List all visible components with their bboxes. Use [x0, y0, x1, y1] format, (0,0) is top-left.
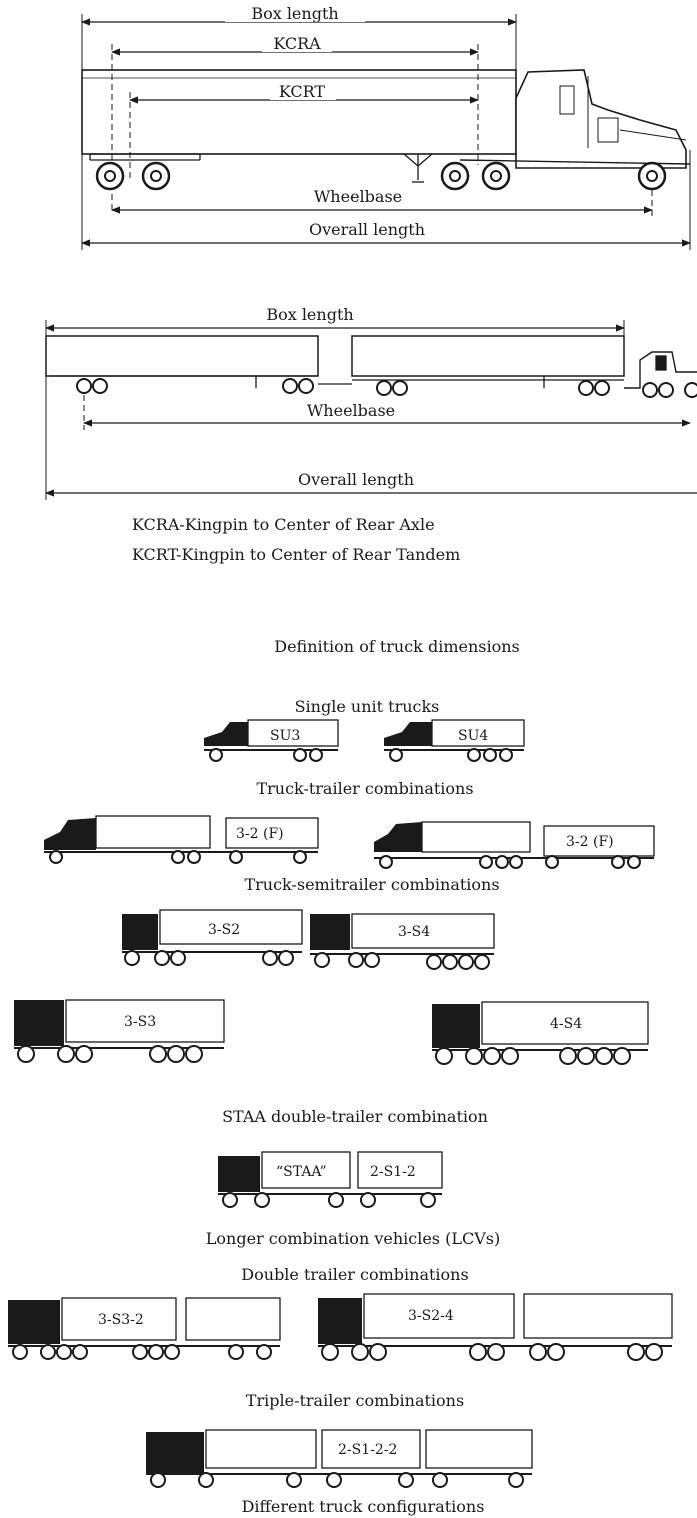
- su3-label: SU3: [270, 728, 300, 744]
- staa-label: “STAA”: [276, 1164, 327, 1180]
- box-length-label-2: Box length: [266, 305, 353, 324]
- lcv-3-s2-4-label: 3-S2-4: [408, 1308, 454, 1324]
- lcv-3-s3-2: 3-S3-2: [8, 1298, 280, 1359]
- triple-trailer-heading: Triple-trailer combinations: [246, 1391, 464, 1410]
- definition-caption: Definition of truck dimensions: [274, 637, 520, 656]
- truck-trailer-right-label: 3-2 (F): [566, 834, 614, 850]
- truck-trailer-left: 3-2 (F): [44, 816, 318, 863]
- lcv-heading: Longer combination vehicles (LCVs): [206, 1229, 500, 1248]
- truck-4-s4: 4-S4: [432, 1002, 648, 1064]
- truck-3-s2-label: 3-S2: [208, 922, 240, 938]
- su4-label: SU4: [458, 728, 488, 744]
- su4-truck: SU4: [384, 720, 524, 761]
- wheelbase-label: Wheelbase: [314, 187, 402, 206]
- semitrailer-dimension-labels: Box length KCRA KCRT Wheelbase Overall l…: [225, 4, 436, 239]
- kcrt-definition: KCRT-Kingpin to Center of Rear Tandem: [132, 545, 460, 564]
- kcra-label: KCRA: [273, 34, 321, 53]
- truck-trailer-heading: Truck-trailer combinations: [256, 779, 473, 798]
- overall-length-label-2: Overall length: [298, 470, 414, 489]
- semitrailer-dimension-diagram: [82, 14, 690, 250]
- truck-3-s4: 3-S4: [310, 914, 494, 969]
- staa-code-label: 2-S1-2: [370, 1164, 416, 1180]
- truck-semitrailer-heading: Truck-semitrailer combinations: [244, 875, 499, 894]
- double-trailer-wheels: [77, 379, 697, 397]
- box-length-label: Box length: [251, 4, 338, 23]
- single-unit-heading: Single unit trucks: [295, 697, 440, 716]
- double-trailer-dimension-labels: Box length Wheelbase Overall length: [250, 305, 426, 490]
- lcv-3-s2-4: 3-S2-4: [318, 1294, 672, 1360]
- wheelbase-label-2: Wheelbase: [307, 401, 395, 420]
- truck-4-s4-label: 4-S4: [550, 1016, 582, 1032]
- overall-length-label: Overall length: [309, 220, 425, 239]
- lcv-2-s1-2-2: 2-S1-2-2: [146, 1430, 532, 1487]
- truck-trailer-left-label: 3-2 (F): [236, 826, 284, 842]
- lcv-2-s1-2-2-label: 2-S1-2-2: [338, 1442, 397, 1458]
- kcrt-label: KCRT: [279, 82, 326, 101]
- truck-3-s4-label: 3-S4: [398, 924, 430, 940]
- configurations-caption: Different truck configurations: [242, 1497, 485, 1516]
- kcra-definition: KCRA-Kingpin to Center of Rear Axle: [132, 515, 435, 534]
- truck-3-s3: 3-S3: [14, 1000, 224, 1062]
- double-trailer-heading: Double trailer combinations: [241, 1265, 468, 1284]
- truck-trailer-right: 3-2 (F): [374, 822, 654, 868]
- staa-heading: STAA double-trailer combination: [222, 1107, 488, 1126]
- su3-truck: SU3: [204, 720, 338, 761]
- truck-3-s3-label: 3-S3: [124, 1014, 156, 1030]
- staa-double: “STAA” 2-S1-2: [218, 1152, 442, 1207]
- truck-3-s2: 3-S2: [122, 910, 302, 965]
- lcv-3-s3-2-label: 3-S3-2: [98, 1312, 144, 1328]
